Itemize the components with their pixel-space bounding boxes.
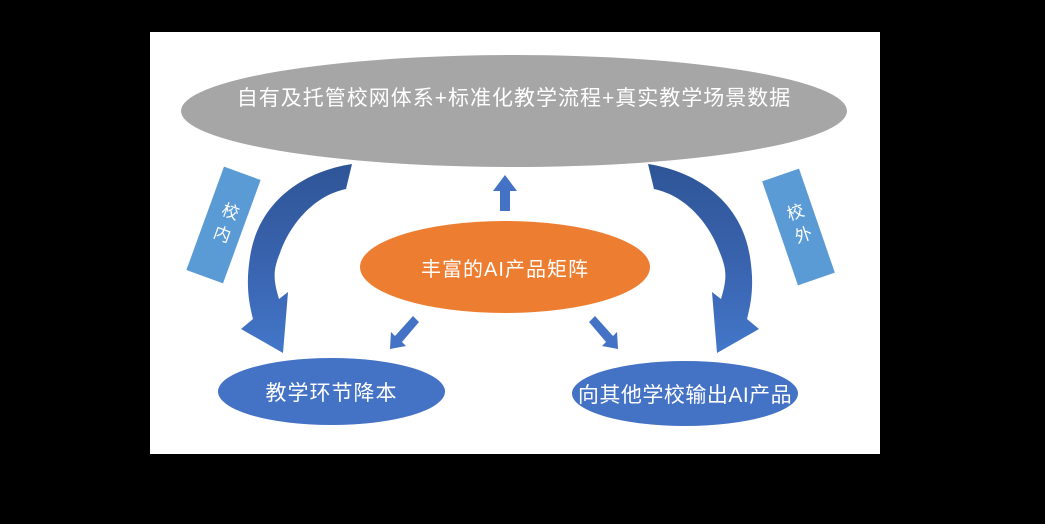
up-arrow (493, 175, 517, 211)
slide-canvas: 自有及托管校网体系+标准化教学流程+真实教学场景数据 丰富的AI产品矩阵 教学环… (150, 32, 880, 454)
tag-external-label: 校外 (781, 201, 816, 253)
curved-arrow-external (648, 164, 759, 353)
arrows-layer (241, 164, 759, 353)
tag-internal-label: 校内 (206, 199, 241, 251)
down-right-arrow (589, 316, 618, 349)
curved-arrow-internal (241, 164, 352, 353)
center-ellipse: 丰富的AI产品矩阵 (360, 221, 650, 313)
bottom-left-ellipse-label: 教学环节降本 (265, 381, 398, 405)
bottom-right-ellipse-label: 向其他学校输出AI产品 (577, 383, 793, 407)
top-ellipse-label: 自有及托管校网体系+标准化教学流程+真实教学场景数据 (236, 87, 792, 110)
down-left-arrow (390, 316, 419, 349)
top-ellipse: 自有及托管校网体系+标准化教学流程+真实教学场景数据 (181, 55, 847, 167)
bottom-right-ellipse: 向其他学校输出AI产品 (572, 361, 798, 426)
bottom-left-ellipse: 教学环节降本 (218, 358, 445, 425)
center-ellipse-label: 丰富的AI产品矩阵 (421, 258, 589, 281)
